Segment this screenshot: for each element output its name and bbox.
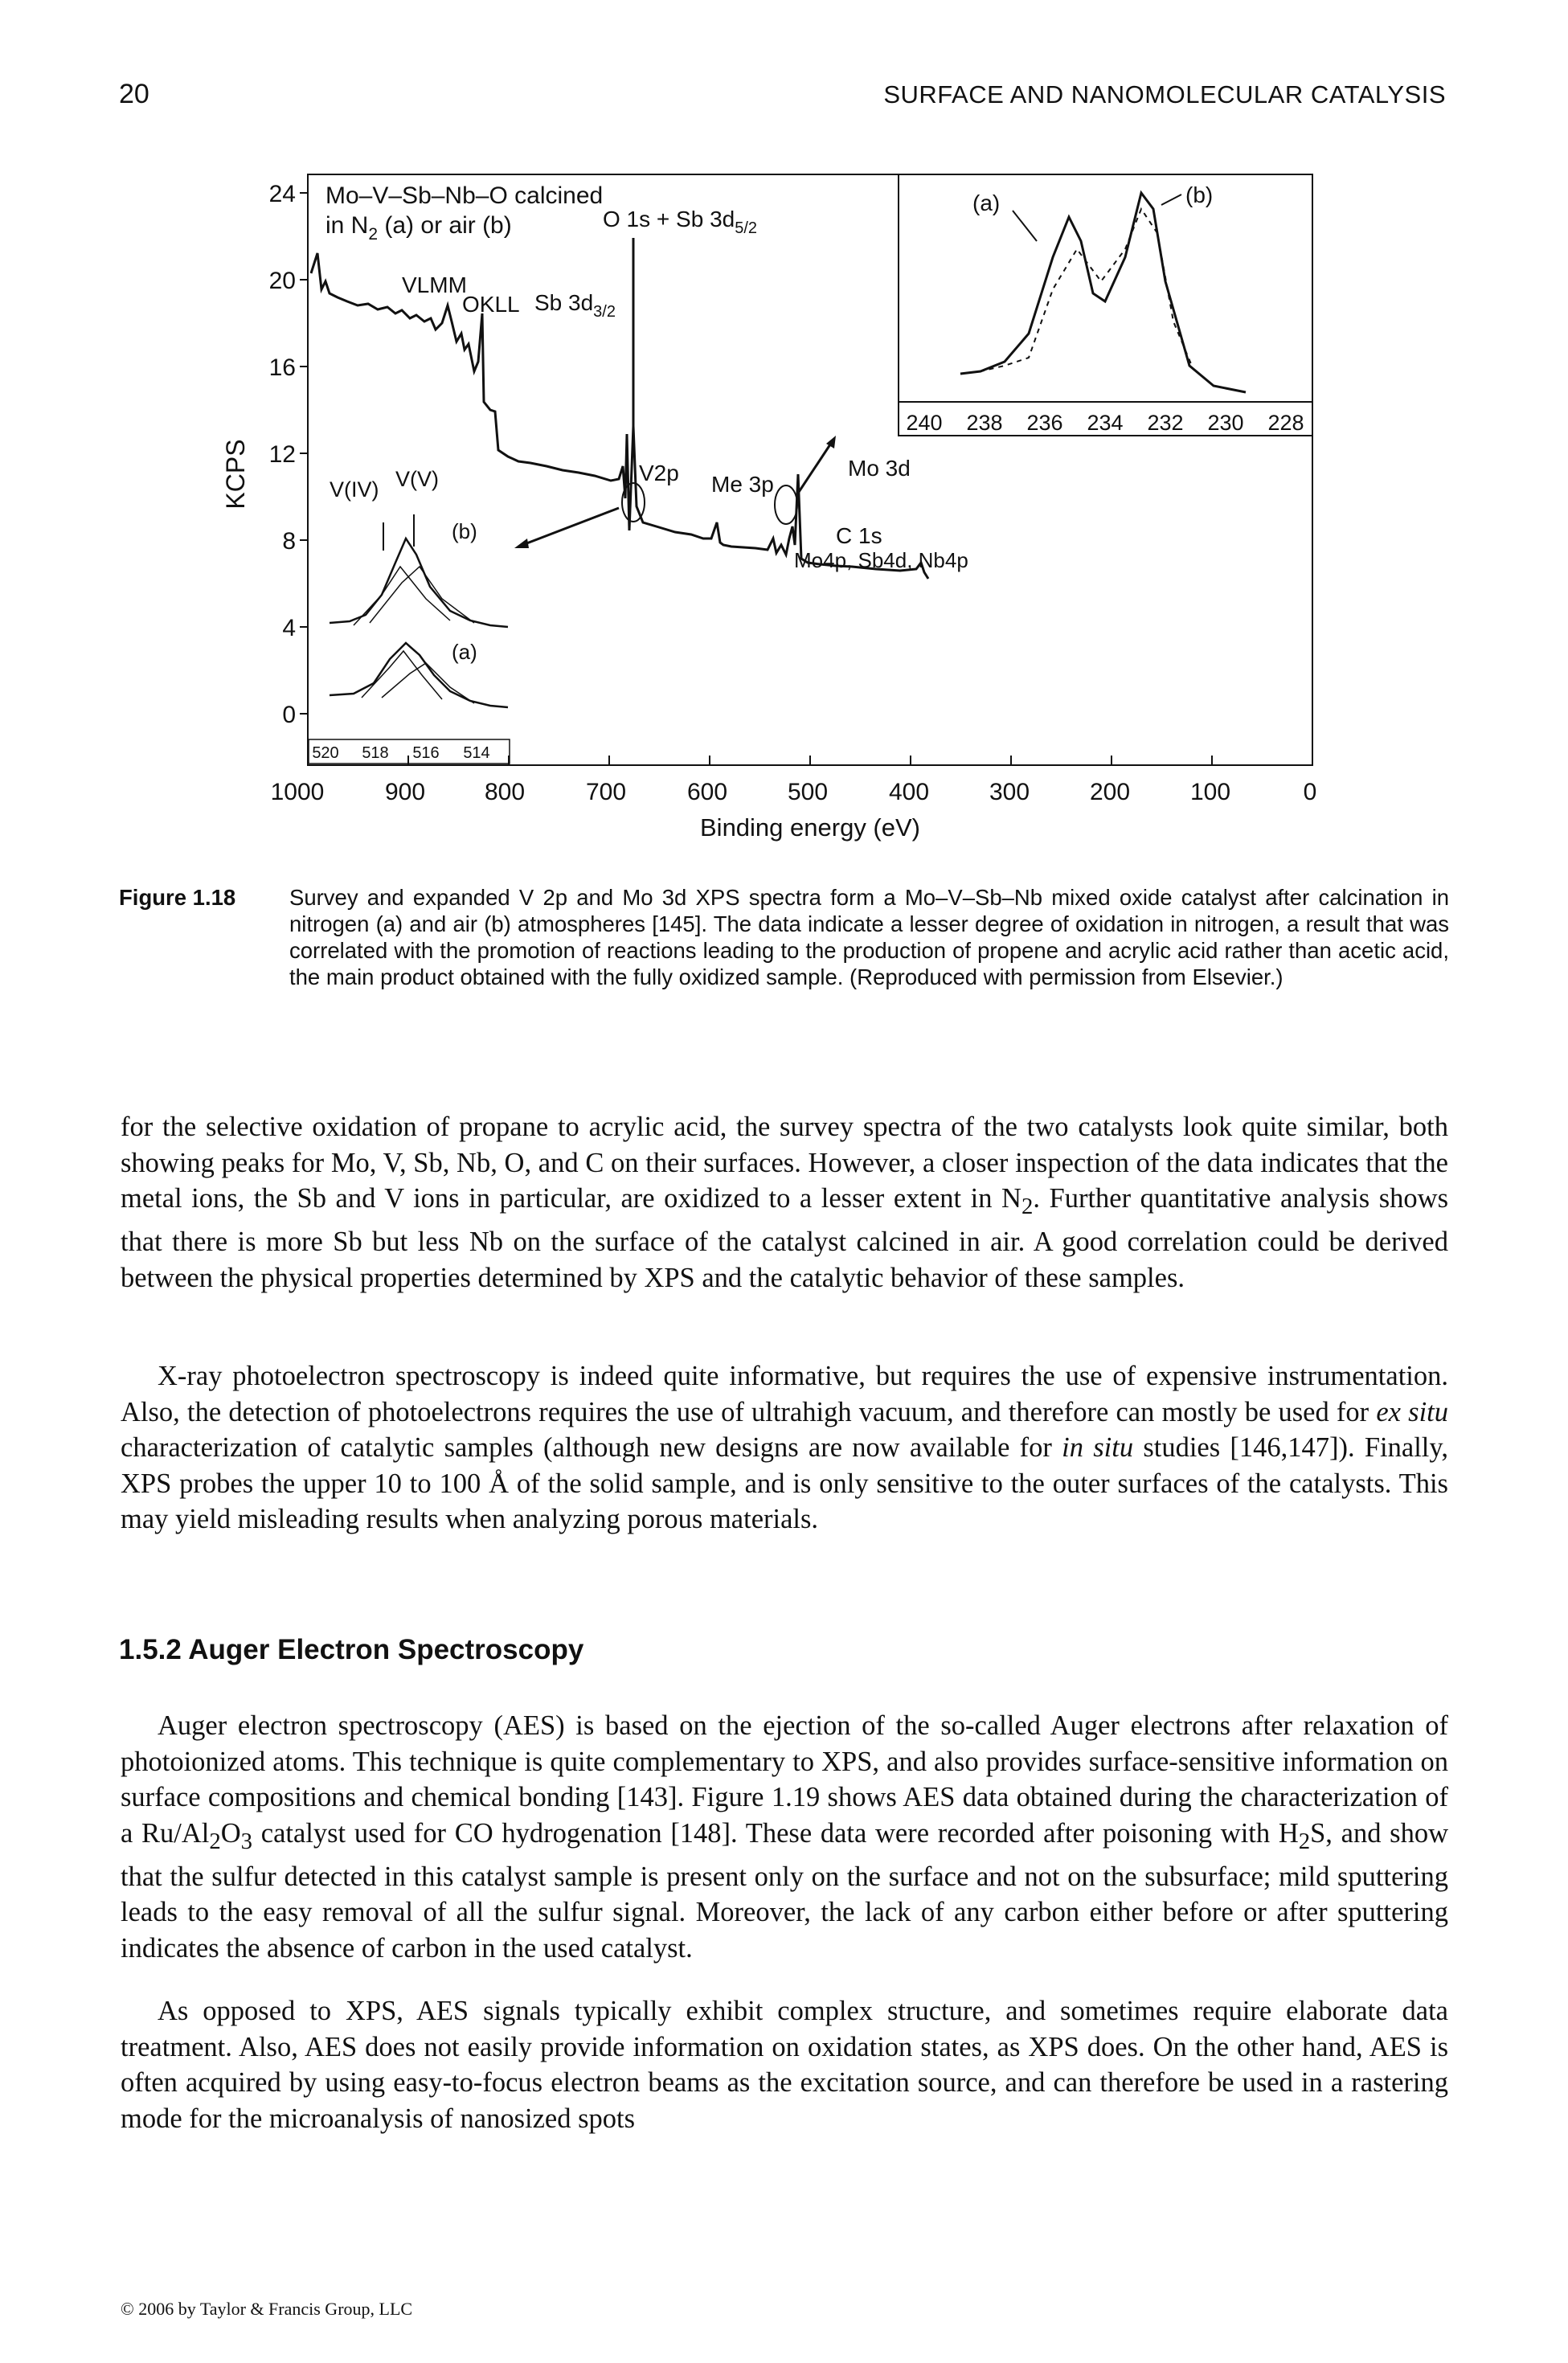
- x-tick-label: 0: [1304, 779, 1317, 805]
- y-tick-label: 24: [269, 181, 296, 207]
- x-tick-label: 400: [889, 779, 929, 805]
- label-me3p: Me 3p: [711, 472, 774, 497]
- y-axis-ticks: [300, 192, 308, 715]
- x-tick-label: 800: [485, 779, 525, 805]
- paragraph-2: X-ray photoelectron spectroscopy is inde…: [121, 1361, 1449, 1534]
- svg-text:236: 236: [1026, 411, 1062, 435]
- mo3d-arrowhead: [826, 436, 836, 448]
- svg-text:238: 238: [966, 411, 1002, 435]
- x-axis-ticks: [307, 756, 1313, 765]
- v2p-inset-axis: [308, 739, 510, 764]
- svg-text:520: 520: [312, 744, 338, 762]
- title-line1: Mo–V–Sb–Nb–O calcined: [325, 182, 603, 209]
- running-head: SURFACE AND NANOMOLECULAR CATALYSIS: [883, 80, 1446, 109]
- copyright-footer: © 2006 by Taylor & Francis Group, LLC: [121, 2299, 413, 2319]
- label-vlmm: VLMM: [402, 272, 467, 297]
- x-tick-label: 700: [586, 779, 626, 805]
- title-line2: in N2 (a) or air (b): [325, 212, 512, 244]
- v2p-arrow: [518, 506, 620, 548]
- figure-caption: Figure 1.18 Survey and expanded V 2p and…: [119, 884, 1449, 990]
- xps-spectra-figure: 24 20 16 12 8 4 0 KCPS 1000 900 800: [221, 174, 1317, 842]
- y-tick-label: 4: [282, 615, 296, 641]
- mo3d-circle: [774, 485, 798, 525]
- y-axis-label: KCPS: [221, 439, 250, 509]
- page-number: 20: [119, 79, 149, 109]
- label-b-mo3d: (b): [1185, 182, 1213, 207]
- label-okll: OKLL: [462, 292, 520, 317]
- mo3d-inset-ticks: 240 238 236 234 232 230 228: [906, 411, 1304, 435]
- svg-text:232: 232: [1147, 411, 1183, 435]
- v2p-fit-b-1: [353, 565, 451, 626]
- v2p-inset-ticks: 520 518 516 514: [312, 744, 489, 762]
- paragraph-3: Auger electron spectroscopy (AES) is bas…: [121, 1710, 1448, 1964]
- label-sb3d: Sb 3d3/2: [534, 290, 616, 321]
- y-tick-label: 16: [269, 354, 296, 381]
- label-c1s: C 1s: [836, 523, 882, 548]
- mo3d-inset-curve-a: [960, 190, 1247, 394]
- v2p-arrowhead: [514, 539, 529, 548]
- figure-1-18: 24 20 16 12 8 4 0 KCPS 1000 900 800: [209, 161, 1334, 884]
- x-tick-label: 200: [1090, 779, 1130, 805]
- x-tick-label: 1000: [271, 779, 325, 805]
- label-v2p: V2p: [639, 461, 679, 485]
- y-tick-label: 0: [282, 702, 296, 728]
- svg-text:228: 228: [1267, 411, 1304, 435]
- v2p-fit-a-1: [361, 649, 443, 700]
- v2p-circle: [621, 482, 645, 522]
- x-tick-label: 300: [989, 779, 1030, 805]
- x-tick-labels: 1000 900 800 700 600 500 400 300 200 100…: [271, 779, 1317, 805]
- y-tick-labels: 24 20 16 12 8 4 0: [269, 181, 296, 728]
- svg-text:516: 516: [412, 744, 439, 762]
- x-tick-label: 500: [788, 779, 828, 805]
- svg-text:514: 514: [463, 744, 489, 762]
- paragraph-4: As opposed to XPS, AES signals typically…: [121, 1996, 1448, 2134]
- paragraph-1: for the selective oxidation of propane t…: [121, 1112, 1448, 1293]
- svg-text:234: 234: [1087, 411, 1123, 435]
- mo3d-arrow: [796, 441, 833, 495]
- label-a-mo3d: (a): [972, 190, 1000, 215]
- v2p-inset-curve-a: [329, 641, 509, 709]
- label-vv: V(V): [395, 467, 439, 491]
- survey-spectrum: [309, 252, 930, 579]
- y-tick-label: 20: [269, 268, 296, 294]
- mo3d-inset-frame: [898, 174, 1313, 436]
- section-heading: 1.5.2 Auger Electron Spectroscopy: [119, 1634, 584, 1665]
- v2p-inset: [309, 579, 510, 764]
- x-tick-label: 600: [687, 779, 727, 805]
- label-a-inset: (a): [452, 640, 477, 664]
- x-axis-label: Binding energy (eV): [700, 813, 920, 842]
- v2p-fit-b-2: [369, 565, 475, 624]
- label-viv: V(IV): [330, 477, 379, 502]
- v2p-fit-a-2: [381, 662, 475, 704]
- x-tick-label: 100: [1190, 779, 1230, 805]
- y-tick-label: 8: [282, 528, 296, 555]
- label-mo3d: Mo 3d: [848, 456, 911, 481]
- label-b-inset: (b): [452, 519, 477, 543]
- mo3d-inset-curve-b: [960, 207, 1194, 375]
- label-mo4p: Mo4p, Sb4d, Nb4p: [794, 548, 968, 572]
- svg-text:240: 240: [906, 411, 942, 435]
- y-tick-label: 12: [269, 441, 296, 468]
- caption-label: Figure 1.18: [119, 885, 236, 910]
- svg-text:518: 518: [362, 744, 388, 762]
- x-tick-label: 900: [385, 779, 425, 805]
- label-o1s-sb: O 1s + Sb 3d5/2: [603, 207, 757, 237]
- caption-text: Survey and expanded V 2p and Mo 3d XPS s…: [289, 885, 1449, 989]
- svg-text:230: 230: [1207, 411, 1243, 435]
- v2p-inset-curve-b: [329, 536, 509, 629]
